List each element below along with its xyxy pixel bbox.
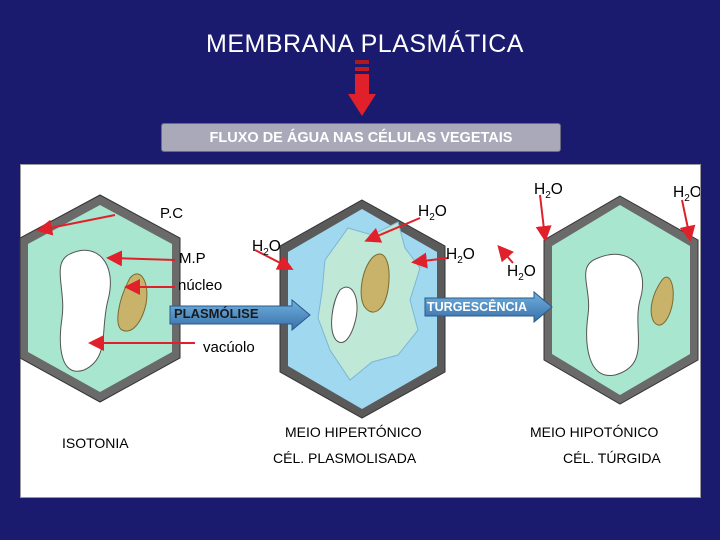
label-vacuolo: vacúolo	[203, 339, 255, 356]
label-pc: P.C	[160, 205, 184, 222]
label-isotonia: ISOTONIA	[62, 435, 129, 451]
water-label: H2O	[673, 184, 700, 205]
isotonic-cell	[19, 194, 181, 403]
water-label: H2O	[446, 246, 475, 267]
plasmolysis-arrow	[169, 298, 311, 332]
water-label: H2O	[418, 203, 447, 224]
label-cel-plasmolisada: CÉL. PLASMOLISADA	[273, 450, 417, 466]
page-title: MEMBRANA PLASMÁTICA	[206, 30, 524, 58]
label-turgescencia: TURGESCÊNCIA	[427, 300, 528, 314]
turgescence-arrow	[424, 290, 553, 324]
label-nucleo: núcleo	[178, 277, 223, 294]
water-label: H2O	[507, 263, 536, 284]
label-meio-hipertonico: MEIO HIPERTÓNICO	[285, 424, 422, 440]
water-label: H2O	[534, 181, 563, 202]
down-arrow-icon	[348, 60, 376, 116]
label-cel-turgida: CÉL. TÚRGIDA	[563, 450, 661, 466]
plasmolysed-cell	[279, 199, 446, 419]
water-label: H2O	[252, 238, 281, 259]
label-plasmolise: PLASMÓLISE	[174, 306, 259, 321]
turgid-cell	[543, 195, 699, 405]
flow-subtitle: FLUXO DE ÁGUA NAS CÉLULAS VEGETAIS	[161, 123, 561, 152]
pointer-arrows	[36, 194, 696, 351]
label-meio-hipotonico: MEIO HIPOTÓNICO	[530, 424, 659, 440]
label-mp: M.P	[179, 250, 206, 267]
